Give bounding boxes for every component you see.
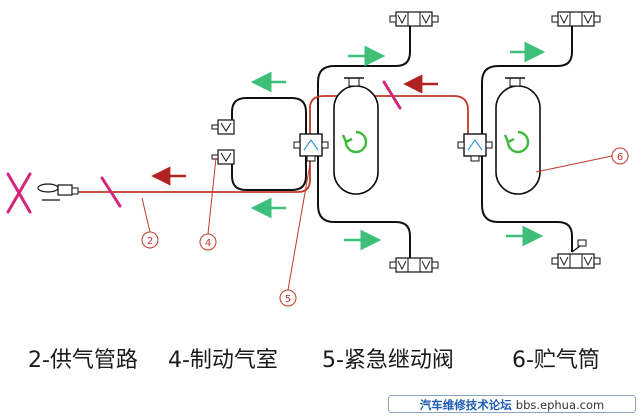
loop-arrow-2 [503,130,530,154]
line-break-mark-1 [100,176,122,208]
spring-brake-bottom-2 [551,253,601,269]
legend-item-2: 2-供气管路 [28,348,138,373]
callout-leaders [141,155,613,291]
flow-arrows-green [250,41,546,251]
reservoir-2 [495,77,541,195]
gladhand-connector [37,183,79,201]
spring-brake-top-2 [551,11,601,27]
spring-brake-bottom-1 [389,257,439,273]
legend: 2-供气管路 4-制动气室 5-紧急继动阀 6-贮气筒 [0,342,640,373]
watermark-site-name: 汽车维修技术论坛 [419,398,512,412]
svg-text:5: 5 [285,294,291,305]
watermark-url: bbs.ephua.com [515,398,605,412]
callout-6: 6 [611,147,629,165]
line-break-mark-2 [382,80,402,110]
legend-item-4: 4-制动气室 [168,348,278,373]
air-brake-diagram: 2 4 5 6 [6,11,629,307]
brake-chamber-top [211,119,235,135]
supply-line-red [76,95,469,193]
legend-item-6: 6-贮气筒 [512,348,600,373]
loop-arrow-1 [341,130,368,154]
callout-4: 4 [199,233,217,251]
svg-text:4: 4 [205,238,211,249]
callout-2: 2 [141,231,159,249]
relay-valve-1 [293,133,329,162]
flow-arrows-red [151,74,438,186]
reservoir-1 [333,77,379,195]
legend-item-5: 5-紧急继动阀 [322,348,454,373]
svg-text:6: 6 [617,152,623,163]
svg-text:2: 2 [147,236,153,247]
disconnect-cross [6,172,32,214]
relay-valve-2 [457,133,493,162]
callout-5: 5 [279,289,297,307]
spring-brake-top-1 [389,11,439,27]
